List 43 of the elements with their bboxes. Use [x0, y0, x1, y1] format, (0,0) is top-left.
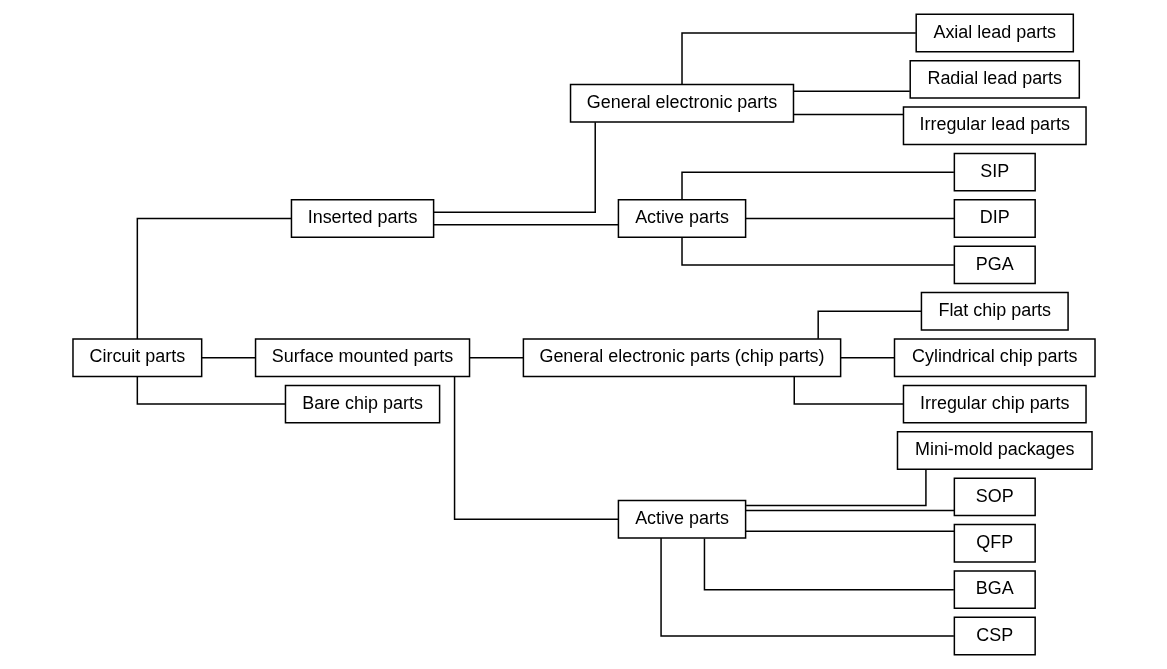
connector — [793, 375, 904, 405]
connector — [680, 236, 955, 266]
connector — [136, 217, 292, 340]
node-box: Cylindrical chip parts — [893, 338, 1096, 378]
node-box: General electronic parts (chip parts) — [522, 338, 841, 378]
connector — [432, 121, 596, 214]
connector — [744, 217, 955, 220]
node-box: Inserted parts — [290, 199, 434, 238]
node-box: Irregular chip parts — [902, 384, 1087, 424]
node-box: Surface mounted parts — [254, 338, 470, 378]
node-box: Radial lead parts — [908, 59, 1080, 99]
connector — [200, 356, 256, 359]
node-box: QFP — [953, 523, 1036, 563]
connector — [432, 224, 619, 226]
connector — [816, 310, 922, 340]
connector — [792, 90, 911, 93]
node-box: DIP — [953, 199, 1036, 238]
connector — [744, 530, 955, 532]
connector — [792, 113, 904, 116]
connector — [468, 356, 524, 359]
connector — [680, 171, 955, 201]
node-box: CSP — [953, 616, 1036, 656]
connector — [659, 537, 955, 637]
node-box: Bare chip parts — [284, 384, 440, 424]
node-box: Flat chip parts — [920, 291, 1069, 331]
node-box: SOP — [953, 477, 1036, 517]
connector — [136, 375, 286, 405]
node-box: Active parts — [617, 199, 746, 238]
node-box: BGA — [953, 570, 1036, 610]
node-box: PGA — [953, 245, 1036, 285]
connector — [744, 509, 955, 512]
node-box: General electronic parts — [569, 83, 794, 123]
connector — [703, 537, 955, 591]
connector — [680, 32, 917, 85]
node-box: Active parts — [617, 499, 746, 539]
connector — [839, 356, 895, 359]
connector — [744, 469, 927, 507]
node-box: Circuit parts — [71, 338, 202, 378]
node-box: Mini-mold packages — [896, 431, 1093, 470]
node-box: Irregular lead parts — [902, 106, 1087, 146]
node-box: Axial lead parts — [914, 13, 1074, 53]
connector — [453, 376, 619, 521]
node-box: SIP — [953, 152, 1036, 192]
